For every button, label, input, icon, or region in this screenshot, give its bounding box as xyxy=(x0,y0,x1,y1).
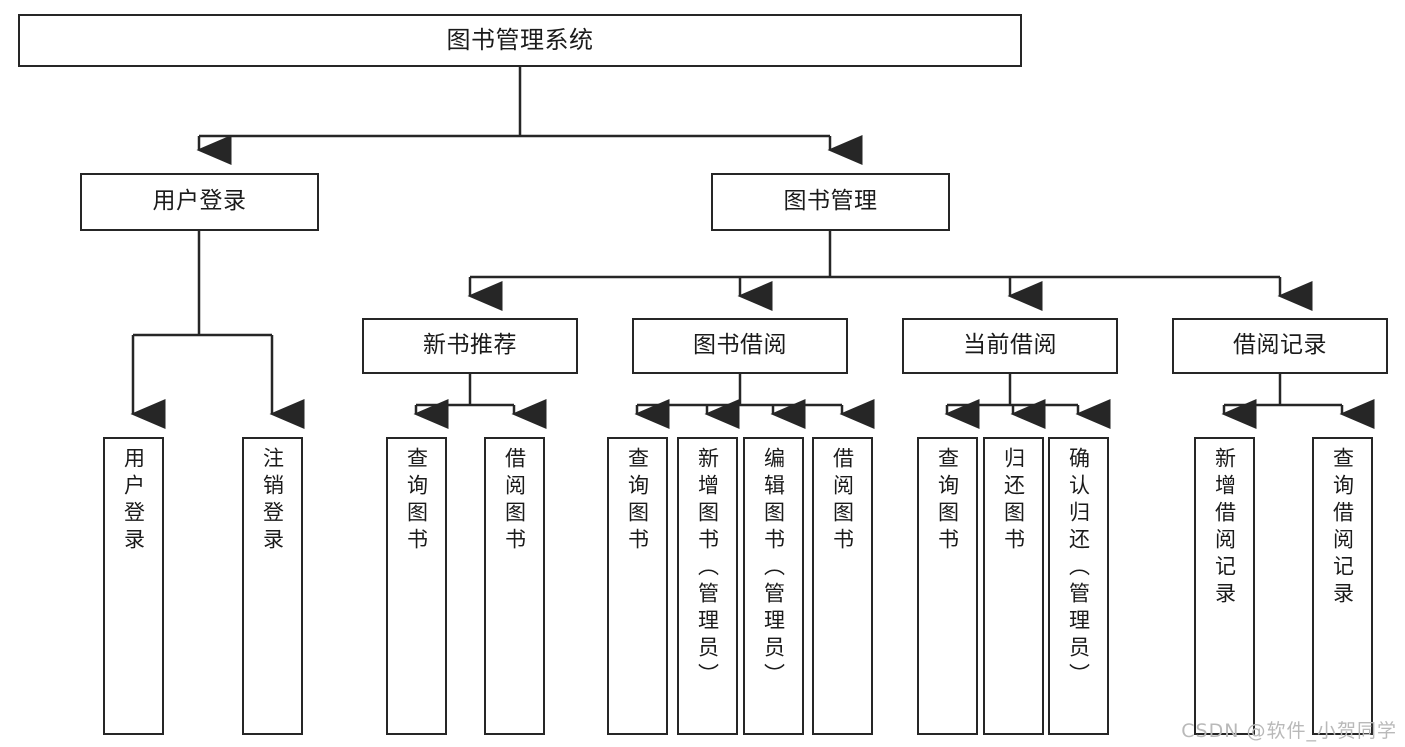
leaf-edit-book-admin[interactable]: 编辑图书（管理员） xyxy=(743,437,804,735)
leaf-label: 查询图书 xyxy=(935,447,960,555)
leaf-label: 用户登录 xyxy=(121,447,146,555)
node-label: 图书管理系统 xyxy=(446,26,594,55)
leaf-query-book-recommend[interactable]: 查询图书 xyxy=(386,437,447,735)
leaf-label: 借阅图书 xyxy=(502,447,527,555)
node-label: 当前借阅 xyxy=(963,332,1057,359)
leaf-borrow-book-recommend[interactable]: 借阅图书 xyxy=(484,437,545,735)
node-label: 用户登录 xyxy=(152,188,247,215)
leaf-label: 查询借阅记录 xyxy=(1330,447,1355,609)
node-new-book-recommend[interactable]: 新书推荐 xyxy=(362,318,578,374)
node-book-management[interactable]: 图书管理 xyxy=(711,173,950,231)
leaf-label: 查询图书 xyxy=(404,447,429,555)
leaf-label: 新增图书（管理员） xyxy=(695,447,720,690)
leaf-query-book-borrow[interactable]: 查询图书 xyxy=(607,437,668,735)
leaf-borrow-book[interactable]: 借阅图书 xyxy=(812,437,873,735)
node-borrow-record[interactable]: 借阅记录 xyxy=(1172,318,1388,374)
leaf-label: 确认归还（管理员） xyxy=(1066,447,1091,690)
leaf-label: 查询图书 xyxy=(625,447,650,555)
leaf-query-book-current[interactable]: 查询图书 xyxy=(917,437,978,735)
watermark: CSDN @软件_小贺同学 xyxy=(1181,720,1397,742)
leaf-user-login[interactable]: 用户登录 xyxy=(103,437,164,735)
leaf-query-borrow-record[interactable]: 查询借阅记录 xyxy=(1312,437,1373,735)
node-book-borrow[interactable]: 图书借阅 xyxy=(632,318,848,374)
node-root-system[interactable]: 图书管理系统 xyxy=(18,14,1022,67)
leaf-return-book[interactable]: 归还图书 xyxy=(983,437,1044,735)
leaf-add-book-admin[interactable]: 新增图书（管理员） xyxy=(677,437,738,735)
node-label: 借阅记录 xyxy=(1233,332,1327,359)
leaf-add-borrow-record[interactable]: 新增借阅记录 xyxy=(1194,437,1255,735)
node-label: 新书推荐 xyxy=(423,332,517,359)
leaf-logout[interactable]: 注销登录 xyxy=(242,437,303,735)
leaf-label: 注销登录 xyxy=(260,447,285,555)
leaf-label: 新增借阅记录 xyxy=(1212,447,1237,609)
node-label: 图书管理 xyxy=(783,188,878,215)
leaf-label: 借阅图书 xyxy=(830,447,855,555)
leaf-confirm-return-admin[interactable]: 确认归还（管理员） xyxy=(1048,437,1109,735)
node-current-borrow[interactable]: 当前借阅 xyxy=(902,318,1118,374)
node-label: 图书借阅 xyxy=(693,332,787,359)
leaf-label: 归还图书 xyxy=(1001,447,1026,555)
node-user-login[interactable]: 用户登录 xyxy=(80,173,319,231)
leaf-label: 编辑图书（管理员） xyxy=(761,447,786,690)
